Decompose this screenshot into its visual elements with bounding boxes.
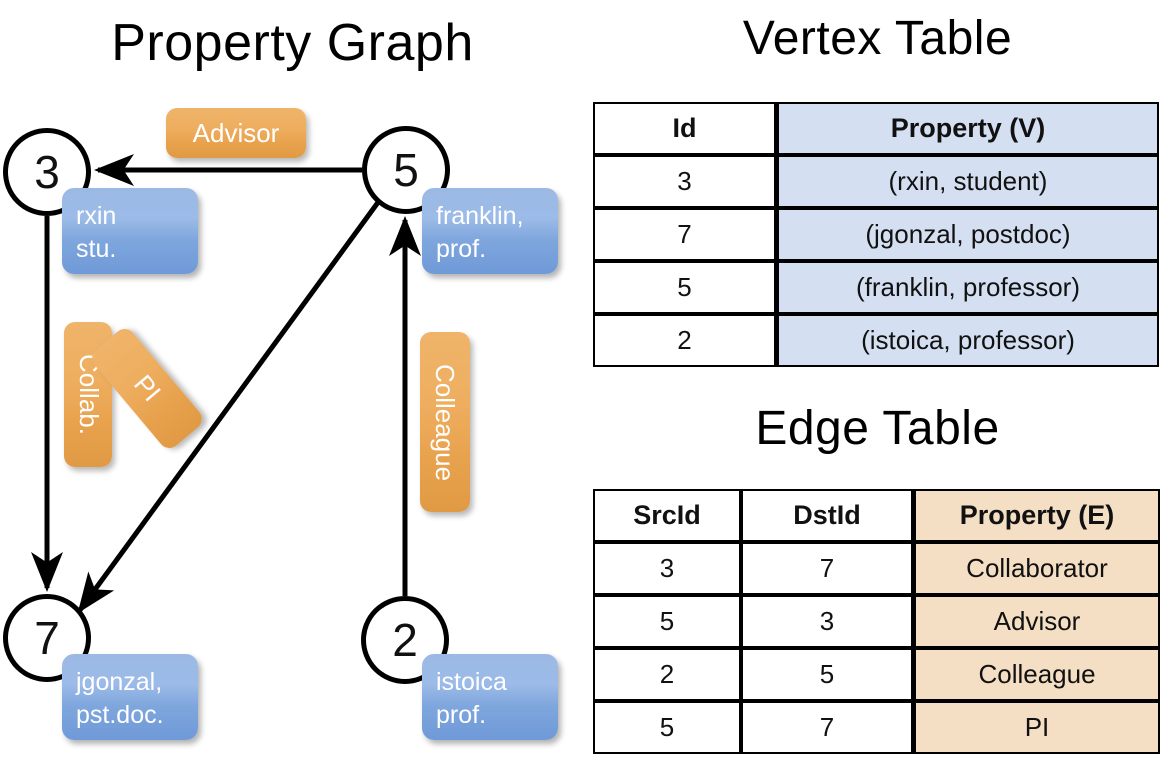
edge-src-cell: 5 (593, 701, 741, 754)
vertex-property-line2: stu. (76, 235, 117, 263)
edge-property-cell: Colleague (913, 648, 1160, 701)
node-label: 7 (34, 612, 60, 664)
vertex-property-cell: (rxin, student) (776, 155, 1159, 208)
edge-property-cell: Advisor (913, 595, 1160, 648)
table-row: 5 7 PI (593, 701, 1160, 754)
graph-edges-svg (31, 154, 421, 614)
edge-property-cell: Collaborator (913, 542, 1160, 595)
edge-arrow-5-to-7 (77, 199, 382, 614)
vertex-id-cell: 2 (593, 314, 776, 367)
vertex-property-line1: istoica (436, 668, 507, 696)
edge-label-advisor: Advisor (166, 108, 306, 158)
vertex-property-line2: prof. (436, 235, 487, 263)
edge-label-text: Colleague (430, 363, 461, 481)
edge-src-cell: 5 (593, 595, 741, 648)
table-row: 3 (rxin, student) (593, 155, 1159, 208)
edge-dst-cell: 7 (741, 701, 913, 754)
edge-src-cell: 3 (593, 542, 741, 595)
edge-src-cell: 2 (593, 648, 741, 701)
table-row: 3 7 Collaborator (593, 542, 1160, 595)
edge-dst-cell: 7 (741, 542, 913, 595)
edge-dst-cell: 3 (741, 595, 913, 648)
vertex-property-box-5: franklin, prof. (422, 188, 558, 274)
vertex-property-cell: (franklin, professor) (776, 261, 1159, 314)
table-row: 5 3 Advisor (593, 595, 1160, 648)
vertex-id-cell: 5 (593, 261, 776, 314)
vertex-property-box-7: jgonzal, pst.doc. (62, 654, 198, 740)
vertex-id-cell: 3 (593, 155, 776, 208)
edge-table-header-srcid: SrcId (593, 489, 741, 542)
vertex-property-line2: pst.doc. (76, 701, 164, 729)
edge-table-header-dstid: DstId (741, 489, 913, 542)
graph-node-2[interactable]: 2 (361, 596, 449, 684)
vertex-table-header-property: Property (V) (776, 102, 1159, 155)
graph-node-5[interactable]: 5 (362, 126, 450, 214)
vertex-table-title: Vertex Table (742, 12, 1013, 65)
edge-table: SrcId DstId Property (E) 3 7 Collaborato… (593, 489, 1160, 754)
vertex-table-header-id: Id (593, 102, 776, 155)
table-row: 5 (franklin, professor) (593, 261, 1159, 314)
node-label: 2 (392, 614, 418, 666)
edge-dst-cell: 5 (741, 648, 913, 701)
vertex-property-cell: (istoica, professor) (776, 314, 1159, 367)
table-row: 2 (istoica, professor) (593, 314, 1159, 367)
vertex-property-line1: jgonzal, (76, 668, 163, 696)
table-row: 7 (jgonzal, postdoc) (593, 208, 1159, 261)
edge-property-cell: PI (913, 701, 1160, 754)
vertex-property-line2: prof. (436, 701, 487, 729)
node-label: 5 (393, 144, 419, 196)
vertex-property-box-2: istoica prof. (422, 654, 558, 740)
edge-label-text: Advisor (192, 117, 280, 148)
table-row: 2 5 Colleague (593, 648, 1160, 701)
node-label: 3 (34, 146, 60, 198)
edge-label-colleague: Colleague (420, 332, 470, 512)
edge-label-text: PI (127, 369, 167, 408)
table-header-row: SrcId DstId Property (E) (593, 489, 1160, 542)
table-header-row: Id Property (V) (593, 102, 1159, 155)
edge-table-header-property: Property (E) (913, 489, 1160, 542)
vertex-property-line1: rxin (76, 202, 117, 230)
vertex-id-cell: 7 (593, 208, 776, 261)
property-graph-title: Property Graph (111, 14, 474, 72)
edge-table-title: Edge Table (755, 402, 1000, 455)
vertex-property-cell: (jgonzal, postdoc) (776, 208, 1159, 261)
vertex-property-line1: franklin, (436, 202, 524, 230)
vertex-property-box-3: rxin stu. (62, 188, 198, 274)
vertex-table: Id Property (V) 3 (rxin, student) 7 (jgo… (593, 102, 1159, 367)
